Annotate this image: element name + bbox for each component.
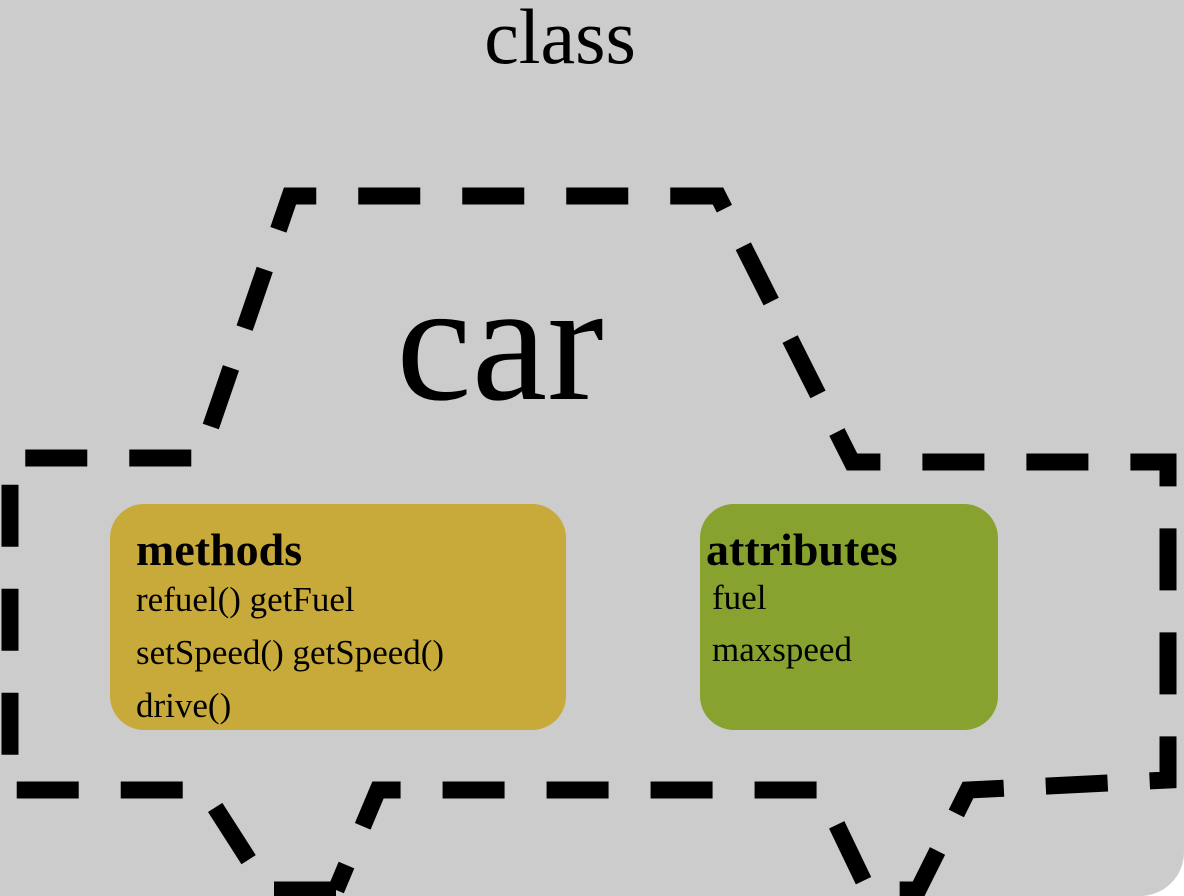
method-item: drive()	[136, 686, 232, 725]
attributes-heading: attributes	[706, 524, 898, 575]
diagram-title: class	[484, 0, 636, 80]
attributes-box: attributes fuel maxspeed	[700, 504, 998, 730]
method-item: setSpeed() getSpeed()	[136, 633, 445, 672]
methods-heading: methods	[136, 524, 303, 575]
method-item: refuel() getFuel	[136, 580, 355, 619]
car-body-outline	[1, 187, 1177, 896]
methods-box: methods refuel() getFuel setSpeed() getS…	[110, 504, 566, 730]
car-label: car	[396, 248, 604, 436]
attribute-item: fuel	[712, 578, 767, 617]
attribute-item: maxspeed	[712, 630, 852, 669]
